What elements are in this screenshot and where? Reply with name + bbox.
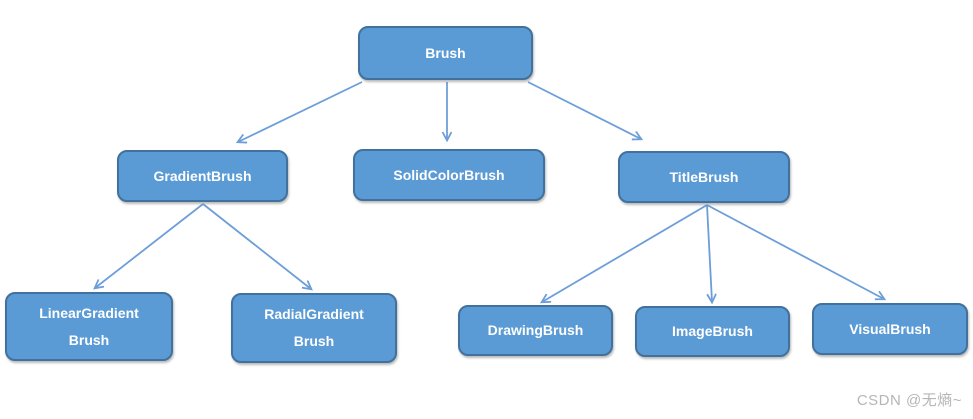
node-solid-color-brush[interactable]: SolidColorBrush	[353, 149, 545, 201]
node-drawing-brush-label: DrawingBrush	[487, 322, 584, 339]
node-gradient-brush-label: GradientBrush	[153, 167, 252, 184]
node-image-brush[interactable]: ImageBrush	[635, 306, 790, 357]
node-radial-gradient-brush[interactable]: RadialGradient Brush	[231, 293, 397, 363]
node-linear-gradient-brush-label-line1: LinearGradient	[39, 304, 139, 321]
node-image-brush-label: ImageBrush	[672, 323, 753, 340]
node-visual-brush[interactable]: VisualBrush	[812, 303, 968, 355]
edge-gradientbrush-radialgradientbrush	[202, 203, 311, 289]
node-visual-brush-label: VisualBrush	[849, 320, 931, 337]
node-radial-gradient-brush-label-line1: RadialGradient	[264, 306, 364, 323]
node-title-brush-label: TitleBrush	[669, 168, 739, 185]
node-brush[interactable]: Brush	[358, 26, 533, 80]
node-radial-gradient-brush-label-line2: Brush	[293, 333, 335, 349]
node-brush-label: Brush	[425, 44, 466, 61]
node-drawing-brush[interactable]: DrawingBrush	[458, 305, 613, 356]
node-linear-gradient-brush-label-line2: Brush	[68, 331, 110, 348]
node-gradient-brush[interactable]: GradientBrush	[117, 150, 288, 202]
node-solid-color-brush-label: SolidColorBrush	[393, 166, 505, 183]
edge-brush-titlebrush	[527, 81, 641, 139]
watermark: CSDN @无熵~	[856, 392, 962, 409]
edge-titlebrush-visualbrush	[706, 204, 884, 299]
node-linear-gradient-brush[interactable]: LinearGradient Brush	[5, 292, 173, 361]
edge-titlebrush-imagebrush	[706, 204, 712, 302]
edge-brush-gradientbrush	[238, 81, 363, 142]
edge-titlebrush-drawingbrush	[542, 204, 708, 302]
node-title-brush[interactable]: TitleBrush	[618, 151, 790, 203]
edge-gradientbrush-lineargradientbrush	[95, 203, 204, 288]
